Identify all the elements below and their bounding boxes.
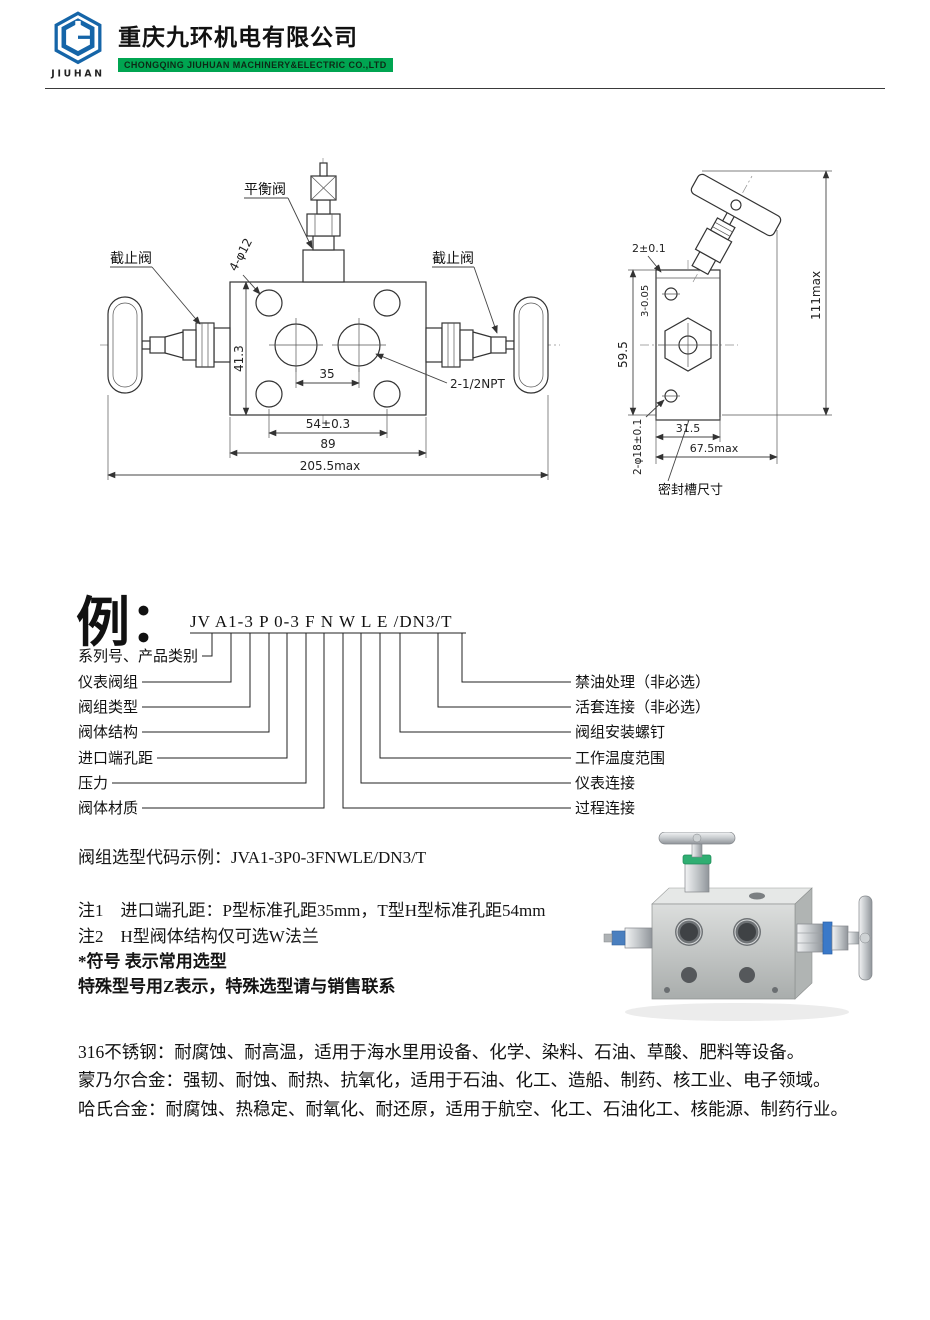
label-series: 系列号、产品类别: [78, 648, 198, 665]
code-right-labels: 禁油处理（非必选） 活套连接（非必选） 阀组安装螺钉 工作温度范围 仪表连接 过…: [575, 674, 710, 817]
label-instrument-conn: 仪表连接: [575, 775, 635, 792]
stop-valve-right: [425, 296, 549, 394]
dim-89: 89: [320, 437, 335, 451]
note-2: 注2 H型阀体结构仅可选W法兰: [78, 927, 319, 946]
front-view: 平衡阀 4-φ12 截止阀 截止阀 2-1/2NPT 41.3 35 54±0: [100, 158, 560, 480]
left-fitting: [603, 927, 653, 949]
logo-text: JIUHAN: [50, 69, 104, 80]
code-right-connectors: [342, 633, 571, 809]
dim-59-5: 59.5: [616, 341, 630, 368]
dim-31-5: 31.5: [676, 422, 701, 435]
materials-section: 316不锈钢：耐腐蚀、耐高温，适用于海水里用设备、化学、染料、石油、草酸、肥料等…: [78, 1038, 872, 1123]
label-temp-range: 工作温度范围: [575, 750, 665, 767]
label-pressure: 压力: [78, 775, 108, 792]
label-stop-valve-left: 截止阀: [110, 251, 152, 267]
label-balance-valve: 平衡阀: [244, 182, 286, 198]
example-title: 例：: [76, 593, 184, 653]
valve-handle-bar: [690, 173, 782, 237]
label-seal-groove: 密封槽尺寸: [658, 482, 723, 497]
angled-valve: [691, 202, 741, 276]
code-left-connectors: [112, 633, 325, 809]
dim-3: 3-0.05: [640, 285, 651, 317]
dim-2-phi18: 2-φ18±0.1: [632, 419, 644, 475]
dim-41-3: 41.3: [232, 345, 246, 372]
dim-npt: 2-1/2NPT: [450, 377, 505, 391]
label-stop-valve-right: 截止阀: [432, 251, 474, 267]
label-body-structure: 阀体结构: [78, 724, 138, 741]
company-name-en: CHONGQING JIUHUAN MACHINERY&ELECTRIC CO.…: [118, 58, 393, 72]
dim-35: 35: [319, 367, 334, 381]
note-1: 注1 进口端孔距：P型标准孔距35mm，T型H型标准孔距54mm: [78, 901, 546, 920]
balance-valve: [302, 162, 345, 283]
model-code: JV A1-3 P 0-3 F N W L E /DN3/T: [190, 612, 453, 631]
label-process-conn: 过程连接: [575, 800, 635, 817]
blue-ring: [822, 921, 833, 955]
material-hastelloy: 哈氏合金：耐腐蚀、热稳定、耐氧化、耐还原，适用于航空、化工、石油化工、核能源、制…: [78, 1098, 848, 1119]
top-valve: [658, 832, 736, 893]
model-code-diagram: 例： JV A1-3 P 0-3 F N W L E /DN3/T 系列号、产品…: [76, 593, 710, 817]
material-monel: 蒙乃尔合金：强韧、耐蚀、耐热、抗氧化，适用于石油、化工、造船、制药、核工业、电子…: [78, 1070, 831, 1091]
label-manifold: 仪表阀组: [78, 674, 138, 691]
side-view: 2±0.1 3-0.05 59.5 111max 31.5 67.5max 2-…: [616, 170, 832, 497]
note-4: 特殊型号用Z表示，特殊选型请与销售联系: [78, 977, 396, 996]
stop-valve-left: [107, 296, 231, 394]
note-3: *符号 表示常用选型: [78, 952, 227, 971]
header-divider: [45, 88, 885, 89]
manifold-block: [651, 887, 813, 1000]
dim-67-5max: 67.5max: [690, 442, 739, 455]
label-loose-joint: 活套连接（非必选）: [575, 699, 710, 716]
company-logo-icon: JIUHAN: [50, 11, 104, 80]
material-316: 316不锈钢：耐腐蚀、耐高温，适用于海水里用设备、化学、染料、石油、草酸、肥料等…: [78, 1042, 805, 1062]
label-body-material: 阀体材质: [78, 800, 138, 817]
dim-bolt-holes: 4-φ12: [226, 236, 255, 274]
dim-205-5: 205.5max: [300, 459, 361, 473]
engineering-drawing: 平衡阀 4-φ12 截止阀 截止阀 2-1/2NPT 41.3 35 54±0: [100, 158, 832, 497]
code-example-line: 阀组选型代码示例：JVA1-3P0-3FNWLE/DN3/T: [78, 848, 427, 867]
photo-shadow: [625, 1003, 849, 1021]
label-oil-free: 禁油处理（非必选）: [575, 674, 710, 691]
label-inlet-spacing: 进口端孔距: [78, 750, 153, 767]
dim-111max: 111max: [809, 271, 823, 320]
dim-2: 2±0.1: [632, 242, 666, 255]
company-name: 重庆九环机电有限公司: [118, 25, 358, 50]
label-manifold-type: 阀组类型: [78, 699, 138, 716]
dim-54: 54±0.3: [306, 417, 350, 431]
product-photo: [603, 832, 873, 1021]
label-mounting-screw: 阀组安装螺钉: [575, 724, 665, 741]
code-left-labels: 系列号、产品类别 仪表阀组 阀组类型 阀体结构 进口端孔距 压力 阀体材质: [78, 648, 198, 817]
right-valve: [796, 895, 873, 981]
header: JIUHAN 重庆九环机电有限公司 CHONGQING JIUHUAN MACH…: [50, 10, 393, 82]
